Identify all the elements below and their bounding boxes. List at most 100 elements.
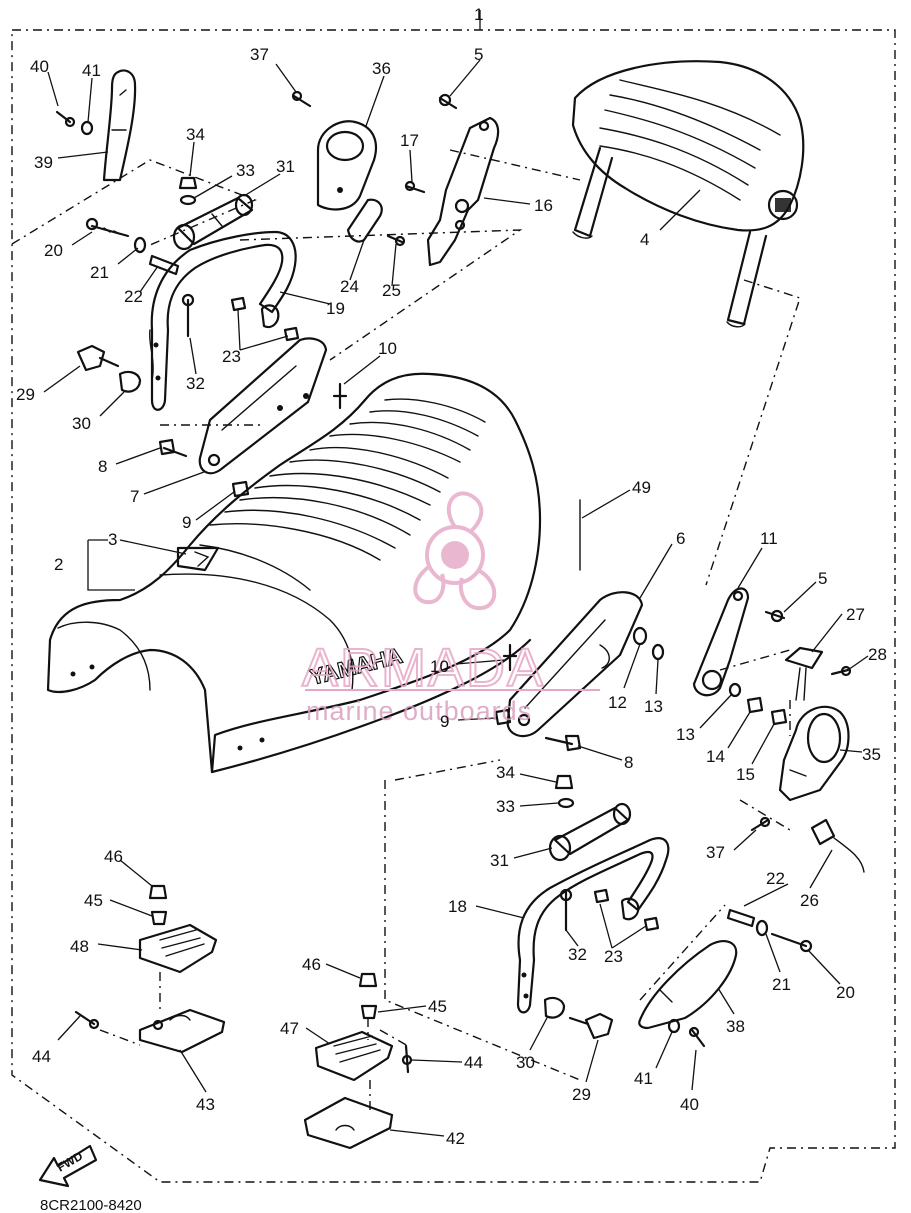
- handle-mount-31-top: [172, 193, 254, 251]
- callout-7: 7: [130, 487, 139, 506]
- watermark-logo: [413, 491, 497, 611]
- handle-mount-31-bottom: [548, 802, 632, 862]
- washer-41-bottom: [667, 1018, 681, 1034]
- callout-37-right: 37: [706, 843, 725, 862]
- callout-22: 22: [124, 287, 143, 306]
- callout-34-bottom: 34: [496, 763, 515, 782]
- bolt-40-top: [55, 110, 76, 128]
- callout-10-right: 10: [430, 657, 449, 676]
- assembly-number: 1: [474, 5, 483, 24]
- bolt-8-left: [158, 438, 188, 458]
- collar-45-right: [360, 1004, 378, 1020]
- callout-29-bottom: 29: [572, 1085, 591, 1104]
- latch-plate-16: [426, 116, 500, 267]
- callout-16: 16: [534, 196, 553, 215]
- seat-lock-35: [778, 705, 850, 802]
- callout-30: 30: [72, 414, 91, 433]
- callout-32-bottom: 32: [568, 945, 587, 964]
- nut-46-right: [358, 972, 378, 988]
- callout-41: 41: [82, 61, 101, 80]
- nuts-23-bottom: [593, 888, 660, 932]
- callout-33-bottom: 33: [496, 797, 515, 816]
- bolt-37-top: [291, 90, 312, 108]
- washer-21-top: [133, 236, 147, 254]
- assembly-lines: [11, 149, 801, 1110]
- washer-41-top: [80, 120, 94, 136]
- bolt-32-bottom: [559, 888, 573, 932]
- collar-22-bottom: [726, 908, 756, 928]
- callout-9-right: 9: [440, 712, 449, 731]
- nut-15: [770, 708, 788, 726]
- grommet-30-top: [118, 370, 142, 393]
- callout-40-bottom: 40: [680, 1095, 699, 1114]
- callout-10: 10: [378, 339, 397, 358]
- callout-18: 18: [448, 897, 467, 916]
- bolt-37-right: [750, 816, 771, 832]
- callout-46-bottom: 46: [302, 955, 321, 974]
- knob-29-bottom: [568, 1012, 614, 1040]
- callout-29: 29: [16, 385, 35, 404]
- callout-28: 28: [868, 645, 887, 664]
- callout-24: 24: [340, 277, 359, 296]
- nut-46-left: [148, 884, 168, 900]
- knob-29-top: [76, 344, 120, 372]
- collar-45-left: [150, 910, 168, 926]
- callout-9: 9: [182, 513, 191, 532]
- callout-14: 14: [706, 747, 725, 766]
- callout-23: 23: [222, 347, 241, 366]
- hinge-bracket-6: [506, 591, 644, 738]
- callout-45-bottom: 45: [428, 997, 447, 1016]
- callout-labels: 40 41 39 37 36 5 34 33 31 17 16 4 20 21 …: [16, 45, 887, 1148]
- grab-handle-cover-38: [638, 940, 738, 1030]
- callout-2: 2: [54, 555, 63, 574]
- callout-15: 15: [736, 765, 755, 784]
- bolt-20-bottom: [770, 932, 813, 953]
- latch-cover-48: [138, 923, 218, 974]
- callout-30-bottom: 30: [516, 1053, 535, 1072]
- grab-handle-cover-39: [102, 69, 137, 182]
- latch-cover-47: [314, 1030, 394, 1082]
- pin-10-left: [332, 382, 348, 410]
- bolt-8-right: [544, 734, 582, 752]
- washer-33-top: [179, 194, 197, 206]
- stay-24: [346, 198, 383, 243]
- grommet-30-bottom: [543, 996, 566, 1019]
- callout-32: 32: [186, 374, 205, 393]
- screw-25: [386, 234, 406, 247]
- bolt-44-right: [401, 1044, 413, 1074]
- nut-9-left: [231, 480, 250, 498]
- callout-39: 39: [34, 153, 53, 172]
- watermark-tagline: marine outboards: [306, 696, 532, 726]
- nuts-23-top: [230, 296, 300, 342]
- screw-28: [830, 665, 852, 677]
- callout-23-bottom: 23: [604, 947, 623, 966]
- washer-12: [632, 626, 648, 646]
- latch-base-43: [138, 1008, 226, 1054]
- callout-47: 47: [280, 1019, 299, 1038]
- callout-13-right: 13: [676, 725, 695, 744]
- callout-13: 13: [644, 697, 663, 716]
- callout-21: 21: [90, 263, 109, 282]
- callout-20-bottom: 20: [836, 983, 855, 1002]
- callout-40: 40: [30, 57, 49, 76]
- callout-3: 3: [108, 530, 117, 549]
- bolt-5-right: [764, 609, 786, 623]
- callout-11: 11: [760, 529, 778, 548]
- collar-22-top: [148, 254, 180, 276]
- callout-31-bottom: 31: [490, 851, 509, 870]
- holder-27: [784, 646, 824, 701]
- diagram-code: 8CR2100-8420: [40, 1197, 142, 1213]
- callout-44: 44: [32, 1047, 51, 1066]
- callout-22-bottom: 22: [766, 869, 785, 888]
- callout-31: 31: [276, 157, 295, 176]
- latch-base-42: [303, 1096, 394, 1150]
- assembly-boundary: [11, 10, 896, 1183]
- callout-33: 33: [236, 161, 255, 180]
- bolt-20-top: [85, 217, 130, 238]
- bolt-32-top: [181, 293, 195, 338]
- callout-42: 42: [446, 1129, 465, 1148]
- callout-6: 6: [676, 529, 685, 548]
- callout-19: 19: [326, 299, 345, 318]
- callout-38: 38: [726, 1017, 745, 1036]
